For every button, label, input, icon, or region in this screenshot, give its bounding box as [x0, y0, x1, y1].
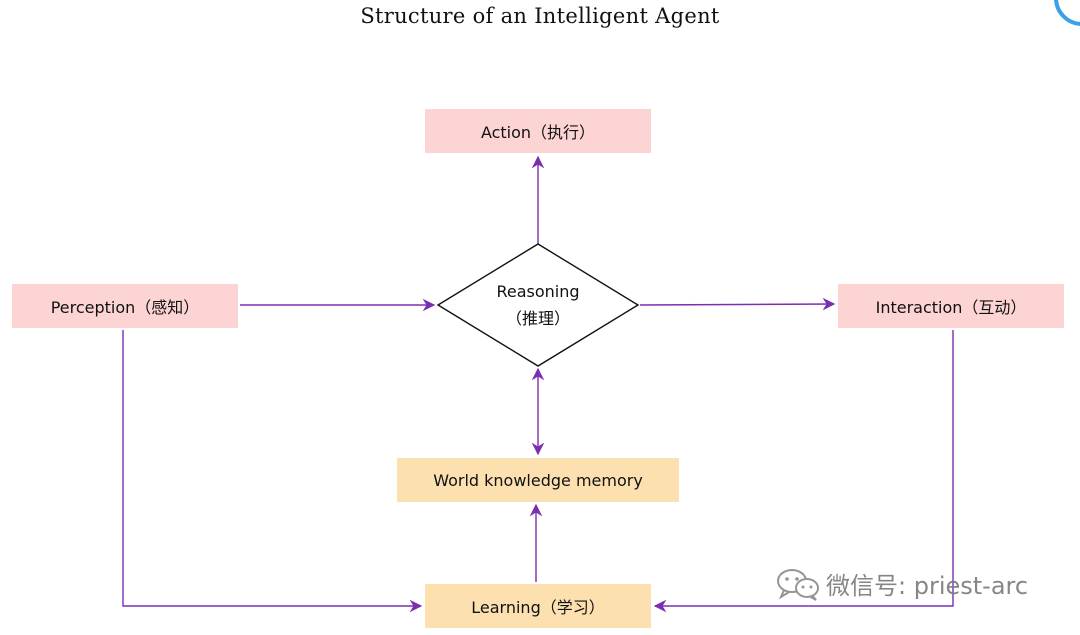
perception-node: Perception（感知） [12, 284, 238, 328]
edge-interaction-to-learning [653, 330, 954, 613]
learning-node: Learning（学习） [425, 584, 651, 628]
reasoning-label-line2: （推理） [505, 309, 570, 328]
watermark-text: 微信号: priest-arc [826, 572, 1029, 600]
action-node: Action（执行） [425, 109, 651, 153]
diagram-title: Structure of an Intelligent Agent [360, 4, 720, 28]
wechat-icon [777, 568, 819, 601]
watermark: 微信号: priest-arc [776, 566, 1028, 601]
world-knowledge-memory-node: World knowledge memory [397, 458, 679, 502]
reasoning-label-line1: Reasoning [496, 282, 580, 301]
reasoning-diamond [436, 243, 640, 367]
reasoning-node-label: Reasoning （推理） [438, 278, 638, 332]
edge-reasoning-to-interaction [639, 297, 836, 311]
edge-perception-to-learning [122, 330, 423, 613]
interaction-node: Interaction（互动） [838, 284, 1064, 328]
